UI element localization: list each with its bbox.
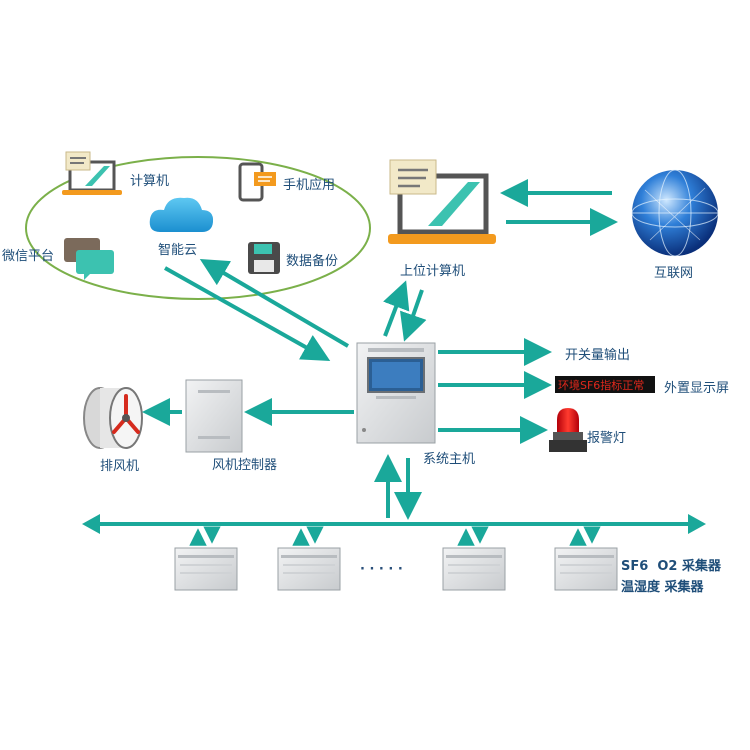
external-display-screen xyxy=(555,376,655,393)
arrow-upper-to-host xyxy=(400,289,427,342)
label-exhaust-fan: 排风机 xyxy=(100,459,140,474)
arrow-host-to-cloud xyxy=(199,258,350,348)
arrow-host-to-upper xyxy=(383,280,410,337)
fan-icon xyxy=(83,387,143,449)
alarm-lamp-icon xyxy=(549,408,587,452)
external-display-text: 环境SF6指标正常 xyxy=(558,379,645,392)
collector-box-1 xyxy=(174,547,238,591)
label-switch-output: 开关量输出 xyxy=(565,348,631,363)
cloud-icon xyxy=(149,197,214,232)
label-mobile-app: 手机应用 xyxy=(283,178,336,193)
label-upper-computer: 上位计算机 xyxy=(400,264,466,279)
label-computer: 计算机 xyxy=(130,174,170,189)
label-collector-line1: SF6 O2 采集器 xyxy=(621,559,721,574)
collector-box-2 xyxy=(277,547,341,591)
label-smart-cloud: 智能云 xyxy=(158,243,198,258)
upper-computer-laptop xyxy=(388,159,496,244)
laptop-icon xyxy=(62,151,122,195)
floppy-icon xyxy=(248,242,280,274)
collector-box-4 xyxy=(554,547,618,591)
fan-controller-cabinet xyxy=(185,379,243,453)
label-internet: 互联网 xyxy=(654,266,694,281)
label-data-backup: 数据备份 xyxy=(286,254,339,269)
phone-icon xyxy=(238,162,276,202)
label-alarm-lamp: 报警灯 xyxy=(587,431,627,446)
label-main-host: 系统主机 xyxy=(423,452,476,467)
cloud-group-ellipse xyxy=(25,156,371,300)
label-collector-line2: 温湿度 采集器 xyxy=(621,580,704,595)
bus-arrow-left xyxy=(82,514,100,534)
main-host-cabinet xyxy=(356,342,436,444)
globe-icon xyxy=(631,169,719,257)
label-external-display: 外置显示屏 xyxy=(664,381,730,396)
arrow-cloud-to-host xyxy=(164,266,331,361)
collector-ellipsis: · · · · · xyxy=(360,562,403,577)
label-wechat: 微信平台 xyxy=(2,249,55,264)
bus-arrow-right xyxy=(688,514,706,534)
chat-icon xyxy=(64,238,114,280)
collector-box-3 xyxy=(442,547,506,591)
label-fan-controller: 风机控制器 xyxy=(212,458,278,473)
